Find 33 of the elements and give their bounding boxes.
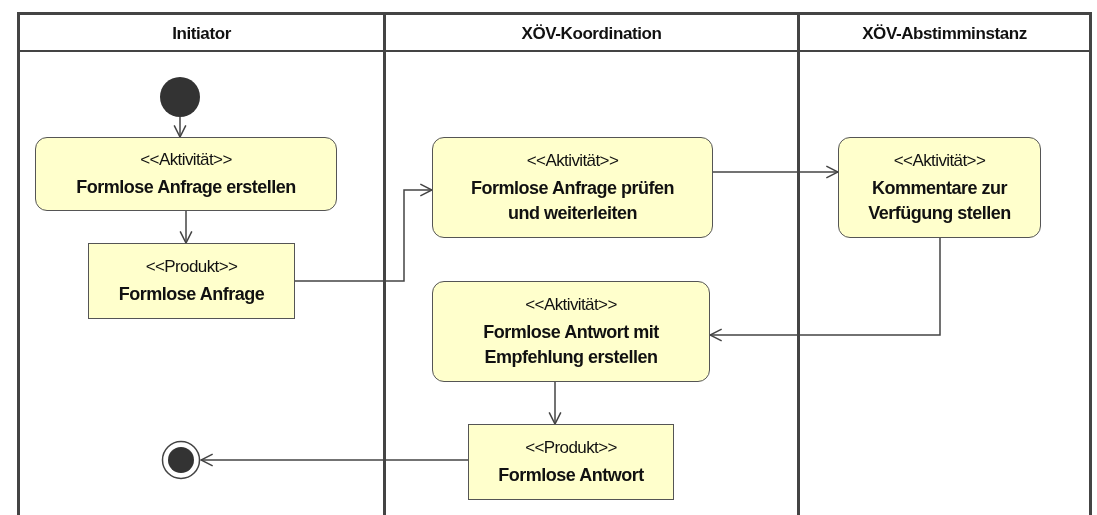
product-box	[468, 424, 674, 500]
activity-box	[35, 137, 337, 211]
arrow	[173, 116, 187, 138]
stereotype-label: <<Produkt>>	[525, 436, 617, 459]
initial-node	[160, 77, 200, 117]
lane-header: XÖV-Koordination	[386, 15, 797, 52]
stereotype-label: <<Aktivität>>	[893, 149, 986, 172]
final-node	[161, 440, 201, 480]
arrow	[179, 210, 193, 244]
arrow	[709, 237, 941, 342]
node-title: Formlose Anfrage	[118, 282, 265, 306]
swimlane	[797, 12, 1092, 515]
arrow	[200, 453, 469, 467]
activity-box	[432, 137, 713, 238]
stereotype-label: <<Aktivität>>	[526, 149, 619, 172]
swimlane	[17, 12, 383, 515]
swimlane	[383, 12, 797, 515]
lane-header: XÖV-Abstimminstanz	[800, 15, 1089, 52]
product-box	[88, 243, 295, 319]
lane-header: Initiator	[20, 15, 383, 52]
node-title: Formlose Antwort mit Empfehlung erstellen	[482, 320, 660, 369]
node-title: Formlose Anfrage erstellen	[76, 175, 296, 199]
stereotype-label: <<Aktivität>>	[140, 148, 232, 171]
stereotype-label: <<Aktivität>>	[525, 293, 617, 316]
node-title: Formlose Antwort	[498, 463, 644, 487]
node-title: Formlose Anfrage prüfen und weiterleiten	[470, 176, 675, 225]
stereotype-label: <<Produkt>>	[145, 255, 238, 278]
activity-box	[432, 281, 710, 382]
arrow	[712, 165, 839, 179]
arrow	[294, 183, 433, 282]
node-title: Kommentare zur Verfügung stellen	[867, 176, 1012, 225]
arrow	[548, 381, 562, 425]
activity-box	[838, 137, 1041, 238]
